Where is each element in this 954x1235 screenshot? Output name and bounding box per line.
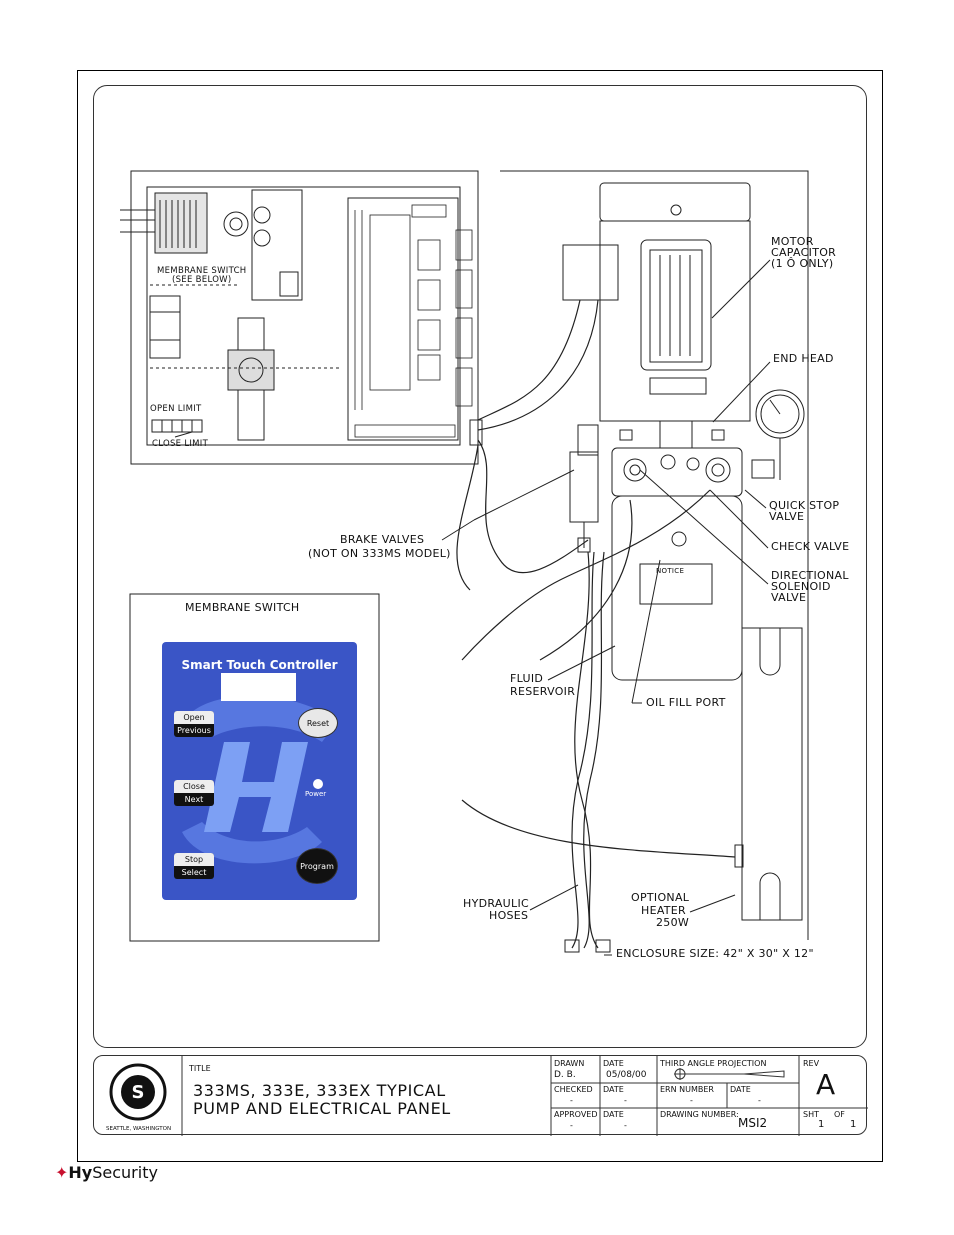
page-frame [77,70,883,1162]
motor-capacitor-label-3: (1 Ô ONLY) [771,257,834,270]
checked-date: - [624,1096,627,1105]
oil-fill-port-label: OIL FILL PORT [646,696,726,709]
brake-valves-label: BRAKE VALVES [340,533,425,546]
directional-valve-label-1: DIRECTIONAL [771,569,849,582]
motor-capacitor-label-2: CAPACITOR [771,246,837,259]
fluid-reservoir-label-1: FLUID [510,672,544,685]
rev-value: A [816,1068,836,1101]
drawn-label: DRAWN [554,1059,585,1068]
drawing-number: MSI2 [738,1116,768,1130]
stop-button-label: Stop [174,853,214,866]
drawn-date-label: DATE [603,1059,624,1068]
directional-valve-label-3: VALVE [771,591,807,604]
ern-value: - [690,1096,693,1105]
drawing-title-line-2: PUMP AND ELECTRICAL PANEL [193,1099,451,1118]
stop-select-button[interactable]: Stop Select [174,853,214,879]
hydraulic-hoses-label-2: HOSES [489,909,529,922]
membrane-switch-ref-sub: (SEE BELOW) [172,275,232,285]
checked-label: CHECKED [554,1085,593,1094]
check-valve-label: CHECK VALVE [771,540,850,553]
of-label: OF [834,1110,845,1119]
membrane-switch-panel: Smart Touch Controller Open Previous Clo… [162,642,357,900]
drawn-value: D. B. [554,1070,576,1080]
company-logo-icon: S [109,1063,167,1121]
close-button-label: Close [174,780,214,793]
open-limit-label: OPEN LIMIT [150,404,202,414]
logo-hy: Hy [68,1163,93,1182]
ern-date: - [758,1096,761,1105]
motor-capacitor-label-1: MOTOR [771,235,814,248]
title-block-grid [181,1056,868,1136]
notice-label: NOTICE [656,567,685,575]
quick-stop-valve-label-2: VALVE [769,510,805,523]
enclosure-size-label: ENCLOSURE SIZE: 42" X 30" X 12" [616,947,814,960]
svg-text:S: S [132,1082,145,1103]
approved-value: - [570,1121,573,1130]
brake-valves-note: (NOT ON 333MS MODEL) [308,547,451,560]
power-led-icon [313,779,323,789]
ern-label: ERN NUMBER [660,1085,714,1094]
fluid-reservoir-label-2: RESERVOIR [510,685,576,698]
membrane-switch-ref-label: MEMBRANE SWITCH [157,266,247,276]
logo-security: Security [92,1163,158,1182]
approved-date: - [624,1121,627,1130]
checked-value: - [570,1096,573,1105]
approved-date-label: DATE [603,1110,624,1119]
title-block: S SEATTLE, WASHINGTON TITLE DRAWN D. B. … [93,1055,868,1136]
panel-title: Smart Touch Controller [181,658,338,672]
power-label: Power [305,790,327,798]
lcd-display [221,673,296,701]
membrane-switch-heading: MEMBRANE SWITCH [185,601,300,614]
title-label: TITLE [189,1064,211,1073]
quick-stop-valve-label-1: QUICK STOP [769,499,840,512]
projection-label: THIRD ANGLE PROJECTION [660,1059,767,1068]
ern-date-label: DATE [730,1085,751,1094]
close-limit-label: CLOSE LIMIT [152,439,209,449]
drawing-border [93,85,867,1048]
sht-value: 1 [818,1119,825,1130]
reset-button[interactable]: Reset [298,708,338,738]
next-button-label: Next [184,795,204,804]
logo-mark-icon: ✦ [55,1163,69,1182]
checked-date-label: DATE [603,1085,624,1094]
optional-heater-label-3: 250W [656,916,690,929]
directional-valve-label-2: SOLENOID [771,580,831,593]
end-head-label: END HEAD [773,352,834,365]
approved-label: APPROVED [554,1110,598,1119]
footer-logo: ✦HySecurity [55,1163,158,1182]
open-button-label: Open [174,711,214,724]
drawing-number-label: DRAWING NUMBER: [660,1110,739,1119]
rev-label: REV [803,1059,820,1068]
company-city: SEATTLE, WASHINGTON [106,1126,172,1132]
select-button-label: Select [181,868,207,877]
open-previous-button[interactable]: Open Previous [174,711,214,737]
optional-heater-label-1: OPTIONAL [631,891,690,904]
of-value: 1 [850,1119,857,1130]
sht-label: SHT [803,1110,819,1119]
close-next-button[interactable]: Close Next [174,780,214,806]
hydraulic-hoses-label-1: HYDRAULIC [463,897,529,910]
drawing-title-line-1: 333MS, 333E, 333EX TYPICAL [193,1081,446,1100]
previous-button-label: Previous [177,726,211,735]
optional-heater-label-2: HEATER [641,904,687,917]
program-button[interactable]: Program [296,848,338,884]
drawn-date: 05/08/00 [606,1070,647,1080]
